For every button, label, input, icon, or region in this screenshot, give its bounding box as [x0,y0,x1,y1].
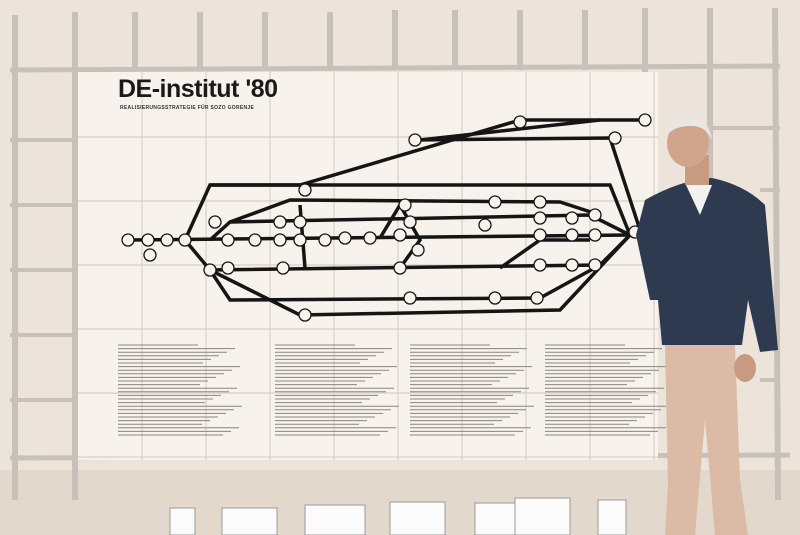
diagram-node [608,131,622,145]
diagram-node [488,195,502,209]
diagram-nodes [121,113,652,322]
diagram-node [208,215,222,229]
diagram-node [411,243,425,257]
diagram-node [293,233,307,247]
diagram-path [208,263,601,302]
diagram-node [565,228,579,242]
diagram-node [273,215,287,229]
diagram-node [143,248,157,262]
diagram-node [533,258,547,272]
diagram-node [141,233,155,247]
diagram-node [408,133,422,147]
diagram-node [403,215,417,229]
scaffold [9,7,791,501]
diagram-node [533,228,547,242]
diagram-node [565,211,579,225]
diagram-node [318,233,332,247]
diagram-node [221,233,235,247]
diagram-path [209,233,632,317]
diagram-node [203,263,217,277]
diagram-node [588,208,602,222]
diagram-node [403,291,417,305]
diagram-node [588,258,602,272]
diagram-node [478,218,492,232]
man [636,118,778,535]
diagram-node [363,231,377,245]
diagram-node [221,261,235,275]
diagram-node [588,228,602,242]
diagram-node [293,215,307,229]
diagram-node [398,198,412,212]
legend-text-blocks [118,344,669,436]
diagram-node [393,261,407,275]
diagram-node [565,258,579,272]
diagram-node [276,261,290,275]
poster-subtitle: REALISIERUNGSSTRATEGIE FÜR SOZO GORENJE [120,105,255,111]
poster-title: DE-institut '80 [118,75,278,103]
diagram-node [121,233,135,247]
diagram-node [530,291,544,305]
diagram-path [210,183,632,236]
diagram-node [338,231,352,245]
furniture-models [169,497,627,535]
diagram-node [273,233,287,247]
diagram-node [160,233,174,247]
diagram-path [419,118,601,142]
diagram-node [298,183,312,197]
diagram-node [393,228,407,242]
diagram-node [533,195,547,209]
diagram-node [298,308,312,322]
diagram-path [229,198,601,224]
diagram-node [488,291,502,305]
diagram-node [248,233,262,247]
diagram-node [638,113,652,127]
diagram-node [533,211,547,225]
diagram-node [513,115,527,129]
diagram-node [178,233,192,247]
